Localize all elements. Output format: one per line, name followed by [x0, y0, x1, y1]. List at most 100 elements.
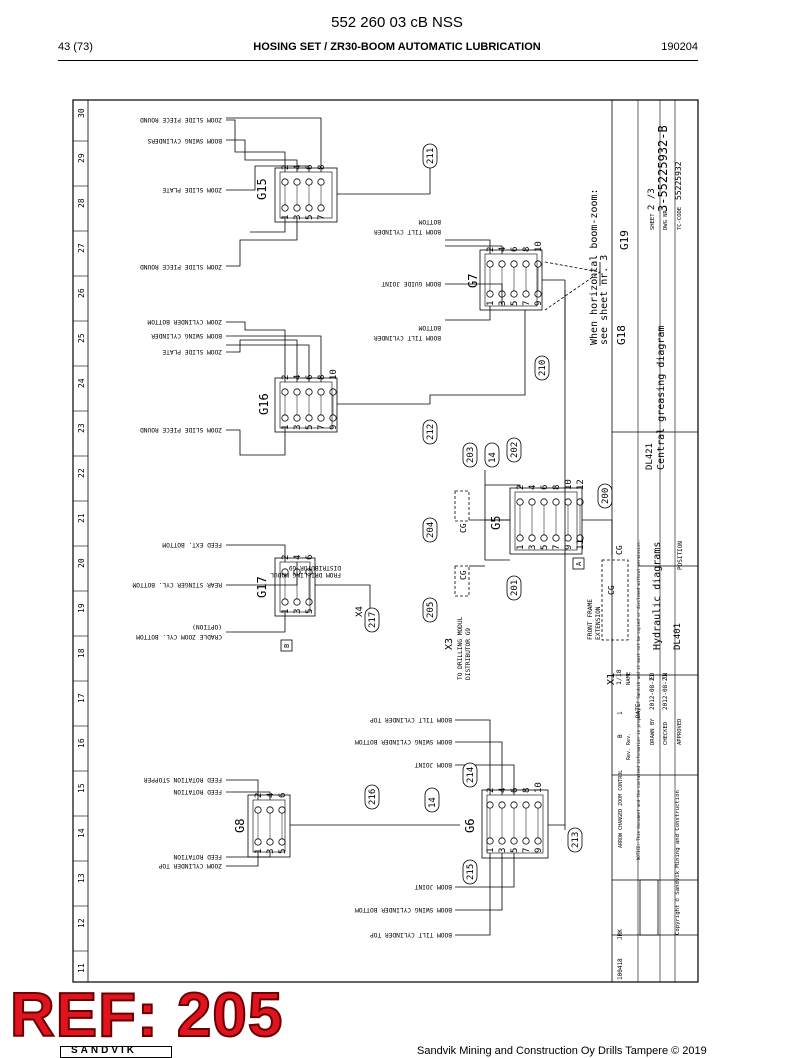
label-front-frame-a: FRONT FRAME: [587, 599, 594, 640]
grid-column-label: 20: [77, 558, 86, 568]
footer-copyright: Sandvik Mining and Construction Oy Drill…: [417, 1045, 707, 1057]
title-hydraulic-diagrams: Hydraulic diagrams: [652, 542, 663, 650]
label-boom-guide-joint: BOOM GUIDE JOINT: [381, 280, 441, 287]
port-number: 3: [498, 301, 508, 306]
title-sheet-value: 2 /3: [647, 188, 657, 210]
callout-bubble: 212: [422, 419, 438, 445]
port-number: 5: [510, 301, 520, 306]
label-to-drilling-modul-b: DISTRIBUTOR G9: [465, 628, 472, 680]
grid-column-label: 11: [77, 963, 86, 973]
port-number: 4: [293, 375, 303, 380]
port-number: 3: [266, 849, 276, 854]
title-tc-label: TC-CODE: [677, 207, 683, 230]
grid-column-label: 23: [77, 423, 86, 433]
title-brand: SANDVIK: [641, 884, 655, 935]
label-boom-tilt-cylinder-top-1: BOOM TILT CYLINDER TOP: [370, 716, 452, 723]
callout-number: 205: [426, 602, 436, 618]
port-number: 12: [576, 479, 586, 490]
grid-column-label: 28: [77, 198, 86, 208]
port-number: 2: [486, 788, 496, 793]
port-number: 10: [534, 241, 544, 252]
callout-number: 202: [510, 442, 520, 458]
port-number: 8: [522, 247, 532, 252]
footer-logo-text: SANDVIK: [71, 1045, 138, 1056]
label-feed-ext-bottom: FEED EXT. BOTTOM: [162, 541, 222, 548]
callout-bubble: 14: [484, 442, 500, 468]
port-number: 1: [486, 848, 496, 853]
label-boom-tilt-cylinder-bottom-1a: BOOM TILT CYLINDER: [374, 228, 441, 235]
title-central-greasing: Central greasing diagram: [656, 326, 667, 471]
label-zoom-slide-piece-round-2: ZOOM SLIDE PIECE ROUND: [140, 263, 222, 270]
g8-label: G8: [233, 819, 247, 833]
title-checked: CHECKED: [663, 722, 669, 745]
title-drawn-by: DRAWN BY: [650, 718, 656, 745]
port-number: 3: [293, 609, 303, 614]
port-number: 8: [552, 485, 562, 490]
port-number: 2: [281, 375, 291, 380]
callout-number: 212: [426, 424, 436, 440]
port-number: 6: [305, 555, 315, 560]
callout-bubble: 215: [462, 859, 478, 885]
port-number: 8: [522, 788, 532, 793]
label-from-drilling-modul-a: FROM DRILLING MODUL: [270, 571, 341, 578]
port-number: 1: [281, 609, 291, 614]
g15-label: G15: [255, 178, 269, 200]
port-number: 7: [552, 545, 562, 550]
label-zoom-slide-piece-round-3: ZOOM SLIDE PIECE ROUND: [140, 426, 222, 433]
grid-column-label: 26: [77, 288, 86, 298]
callout-number: 210: [538, 360, 548, 376]
port-number: 3: [293, 425, 303, 430]
label-zoom-slide-plate-1: ZOOM SLIDE PLATE: [162, 186, 222, 193]
sandvik-footer-logo: SANDVIK: [60, 1045, 172, 1058]
label-front-frame-b: EXTENSION: [595, 606, 602, 640]
callout-bubble: 214: [462, 762, 478, 788]
title-dwg-value: 3-55225932-B: [656, 125, 670, 212]
callout-number: 216: [368, 789, 378, 805]
port-number: 4: [528, 485, 538, 490]
g5-label: G5: [489, 516, 503, 530]
document-number: 552 260 03 cB NSS: [331, 14, 463, 31]
port-number: 5: [540, 545, 550, 550]
port-number: 2: [254, 793, 264, 798]
port-number: 1: [486, 301, 496, 306]
label-feed-rotation-bottom: FEED ROTATION: [173, 853, 222, 860]
title-block: [611, 100, 698, 982]
port-number: 5: [510, 848, 520, 853]
port-number: 4: [498, 247, 508, 252]
callout-bubble: 14: [424, 787, 440, 813]
label-x4: X4: [355, 606, 365, 617]
port-number: 6: [510, 247, 520, 252]
boxed-letter-a: A: [575, 561, 583, 566]
grid-column-label: 27: [77, 243, 86, 253]
grid-column-label: 18: [77, 648, 86, 658]
port-number: 2: [516, 485, 526, 490]
callout-number: 203: [466, 447, 476, 463]
callout-number: 14: [488, 452, 498, 463]
page-title: HOSING SET / ZR30-BOOM AUTOMATIC LUBRICA…: [253, 41, 541, 53]
label-boom-swing-cylinder-bottom-1: BOOM SWING CYLINDER BOTTOM: [355, 738, 452, 745]
grid-column-label: 30: [77, 108, 86, 118]
grid-column-label: 12: [77, 918, 86, 928]
port-number: 8: [317, 375, 327, 380]
callout-bubble: 203: [462, 442, 478, 468]
port-number: 1: [516, 545, 526, 550]
reference-stamp: REF: 205: [9, 981, 284, 1050]
callout-bubble: 211: [422, 143, 438, 169]
title-dwg-label: DWG NR: [663, 209, 669, 230]
title-change-note: ARROW CHANGED ZOOM CONTROL: [618, 770, 624, 848]
title-rev-name: JRK: [617, 929, 624, 940]
port-number: 4: [293, 165, 303, 170]
port-number: 5: [305, 215, 315, 220]
port-number: 1: [281, 215, 291, 220]
callout-bubble: 216: [364, 784, 380, 810]
title-name-label: NAME: [626, 672, 632, 685]
callout-number: 200: [601, 488, 611, 504]
port-number: 6: [278, 793, 288, 798]
callout-number: 201: [510, 580, 520, 596]
label-x3: X3: [444, 638, 455, 650]
grid-column-label: 17: [77, 693, 86, 703]
